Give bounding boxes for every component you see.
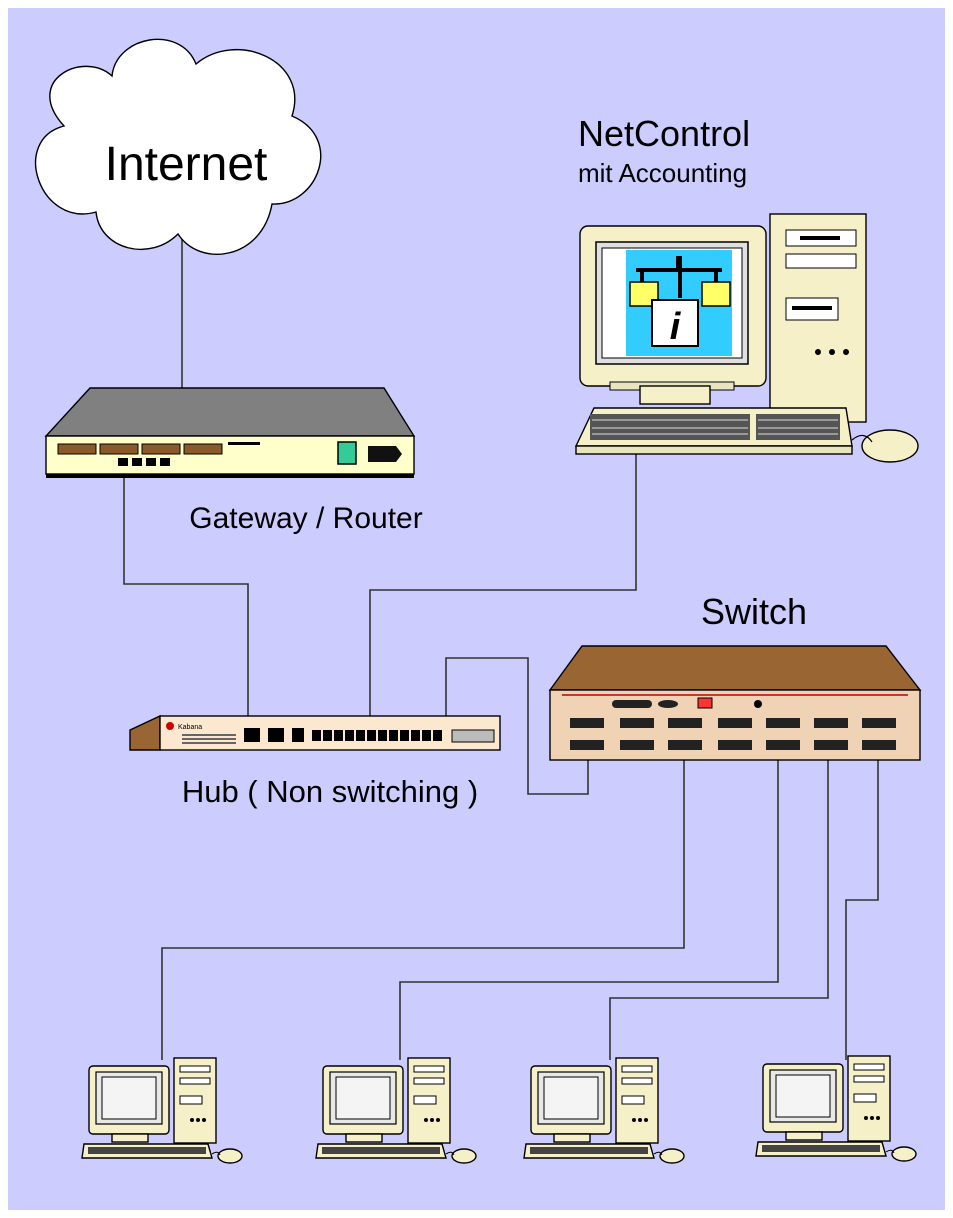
netcontrol-server: NetControl mit Accounting	[574, 113, 919, 463]
hub-label: Hub ( Non switching )	[182, 774, 478, 809]
cloud-icon	[35, 38, 322, 255]
network-switch-icon	[548, 645, 922, 761]
wire-switch-client-1	[161, 744, 685, 1060]
wire-switch-client-2	[399, 744, 779, 1060]
hub-brand-label: Kabana	[178, 724, 202, 731]
wire-server-hub	[369, 454, 637, 728]
desktop-computer-icon: i	[574, 213, 919, 463]
internet-cloud: Internet	[35, 38, 322, 255]
network-switch: Switch	[548, 591, 922, 761]
internet-label: Internet	[105, 138, 268, 191]
switch-label: Switch	[701, 591, 807, 632]
wire-router-hub	[123, 476, 249, 728]
network-hub-icon: Kabana	[129, 714, 501, 751]
wire-switch-client-3	[609, 744, 829, 1060]
gateway-router: Gateway / Router	[44, 387, 423, 535]
network-hub: Kabana Hub ( Non switching )	[129, 714, 501, 809]
info-icon: i	[670, 306, 682, 348]
wire-hub-switch	[445, 657, 589, 795]
netcontrol-label: NetControl	[578, 113, 750, 154]
wire-switch-client-4	[845, 744, 879, 1060]
gateway-label: Gateway / Router	[189, 502, 422, 535]
netcontrol-sub-label: mit Accounting	[578, 158, 747, 188]
router-icon	[44, 387, 416, 478]
connections	[123, 236, 879, 1060]
